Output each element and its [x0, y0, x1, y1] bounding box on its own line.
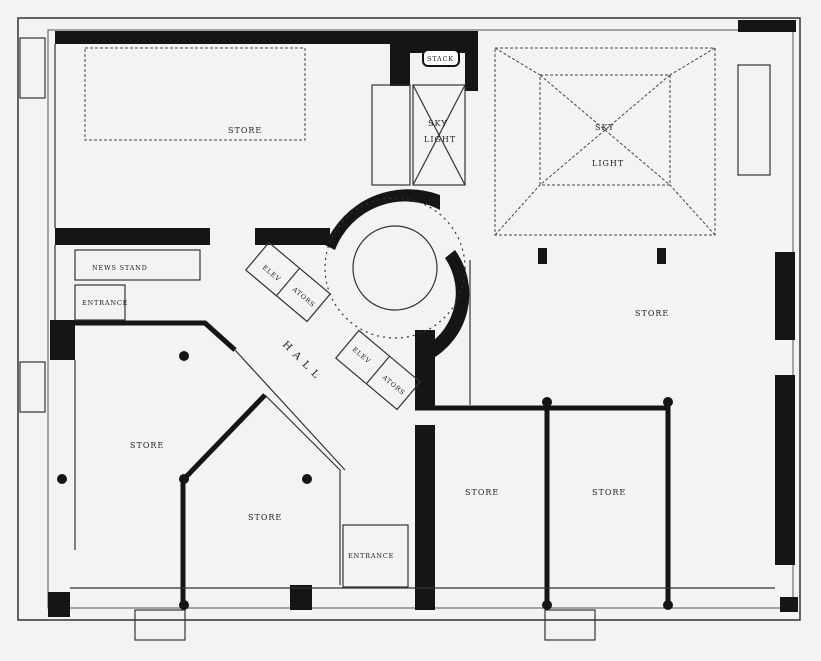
label-sky-light-large-1: SKY — [595, 123, 615, 132]
label-sky-light-large-2: LIGHT — [592, 159, 624, 168]
elevator-2 — [334, 329, 422, 411]
steps — [19, 37, 771, 641]
label-stack: STACK — [427, 55, 454, 63]
label-store-bottom-2: STORE — [592, 488, 626, 497]
label-news-stand: NEWS STAND — [92, 264, 148, 272]
stack-box — [422, 49, 460, 67]
label-entrance-left: ENTRANCE — [82, 299, 128, 307]
sky-light-large — [494, 47, 716, 236]
label-store-top: STORE — [228, 126, 262, 135]
label-sky-light-small-2: LIGHT — [424, 135, 456, 144]
store-top-outline — [84, 47, 306, 141]
partitions — [54, 44, 775, 605]
columns — [57, 248, 673, 610]
elevator-1 — [244, 241, 332, 323]
news-stand — [74, 249, 201, 281]
label-sky-light-small-1: SKY — [428, 119, 448, 128]
label-store-left: STORE — [130, 441, 164, 450]
label-entrance-bottom: ENTRANCE — [348, 552, 394, 560]
label-store-center: STORE — [248, 513, 282, 522]
label-elevators-1b: ATORS — [290, 285, 317, 309]
label-store-right: STORE — [635, 309, 669, 318]
outer-frame — [17, 17, 801, 621]
spiral-stair — [324, 197, 466, 339]
walls — [48, 20, 798, 617]
sky-light-small — [371, 84, 466, 186]
label-elevators-2a: ELEV — [351, 345, 373, 365]
entrance-bottom-vestibule — [342, 524, 409, 588]
label-store-bottom-1: STORE — [465, 488, 499, 497]
label-elevators-1a: ELEV — [261, 263, 283, 283]
entrance-left-vestibule — [74, 284, 126, 321]
label-hall: HALL — [280, 339, 325, 384]
label-elevators-2b: ATORS — [380, 373, 407, 397]
